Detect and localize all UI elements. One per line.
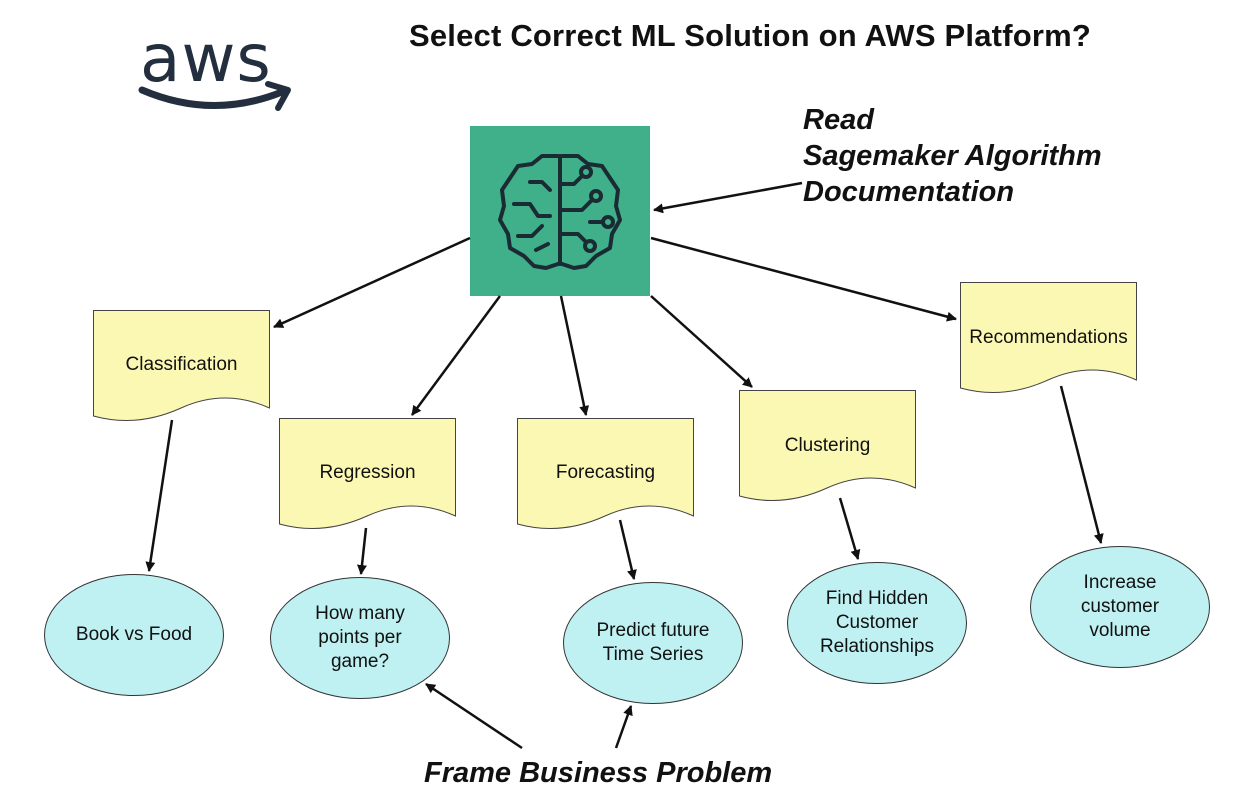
example-text: Book vs Food: [75, 624, 193, 645]
document-shape: [739, 390, 916, 501]
category-regression: Regression: [279, 418, 456, 534]
annotation-line: Sagemaker Algorithm: [803, 140, 1102, 172]
annotation-line: Read: [803, 104, 874, 136]
aws-logo-text: aws: [140, 20, 272, 97]
example-ellipse: Book vs Food: [44, 574, 224, 696]
category-clustering: Clustering: [739, 390, 916, 506]
example-ellipse: How many points per game?: [270, 577, 450, 699]
document-shape: [279, 418, 456, 529]
arrow: [357, 527, 368, 575]
example-ellipse: Predict future Time Series: [563, 582, 743, 704]
brain-circuit-icon: [498, 154, 622, 270]
annotation-line: Documentation: [803, 176, 1015, 208]
arrow: [650, 295, 753, 388]
example-ellipse: Find Hidden Customer Relationships: [787, 562, 967, 684]
arrow: [273, 236, 471, 329]
category-recommendations: Recommendations: [960, 282, 1137, 398]
arrow: [1059, 385, 1104, 544]
sagemaker-service-box: [470, 126, 650, 296]
arrow: [425, 682, 523, 750]
read-docs-annotation: Read Sagemaker Algorithm Documentation: [803, 102, 1102, 210]
arrow: [614, 705, 633, 749]
arrow: [559, 295, 590, 416]
category-label: Recommendations: [969, 327, 1128, 348]
arrow: [145, 419, 174, 572]
document-shape: [960, 282, 1137, 393]
example-text: How many points per game?: [315, 603, 405, 672]
category-label: Clustering: [784, 435, 871, 456]
arrow: [838, 497, 861, 560]
category-label: Regression: [319, 462, 416, 483]
document-shape: [517, 418, 694, 529]
example-text: Increase customer volume: [1080, 572, 1160, 641]
category-label: Forecasting: [555, 462, 656, 483]
document-shape: [93, 310, 270, 421]
aws-smile-icon: [138, 81, 291, 111]
arrow: [410, 295, 502, 416]
category-forecasting: Forecasting: [517, 418, 694, 534]
diagram-title: Select Correct ML Solution on AWS Platfo…: [408, 18, 1092, 53]
example-text: Predict future Time Series: [596, 620, 710, 665]
category-classification: Classification: [93, 310, 270, 426]
frame-problem-annotation: Frame Business Problem: [424, 757, 773, 789]
aws-logo-icon: aws: [132, 20, 302, 120]
arrow: [650, 236, 957, 322]
arrow: [618, 519, 637, 580]
example-ellipse: Increase customer volume: [1030, 546, 1210, 668]
arrow: [653, 181, 803, 214]
category-label: Classification: [125, 354, 238, 375]
example-text: Find Hidden Customer Relationships: [819, 588, 935, 657]
